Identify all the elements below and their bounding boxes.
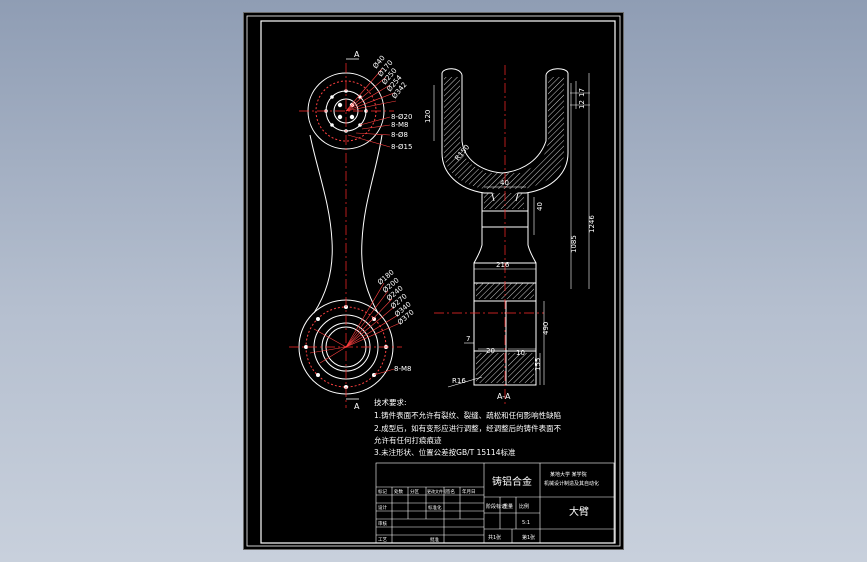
- dim-top-hole-2: 8-M8: [391, 121, 408, 129]
- section-markers: [346, 58, 359, 400]
- tb-weight-label: 重量: [503, 503, 513, 510]
- tb-approve: 批准: [430, 536, 439, 543]
- cad-drawing: A A Ø40 Ø170 Ø250 Ø254 Ø342 8-Ø20 8-M8 8…: [246, 15, 621, 547]
- tb-row-3: 更改文件号: [427, 488, 447, 494]
- dim-12: 12: [578, 100, 586, 109]
- tb-material: 铸铝合金: [492, 475, 532, 488]
- section-dim-lines: [433, 73, 590, 388]
- dim-10: 10: [516, 349, 525, 357]
- section-marker-bottom: A: [354, 402, 360, 411]
- dim-490: 490: [542, 322, 550, 335]
- tb-row-2: 分区: [410, 488, 419, 495]
- tb-checker: 审核: [378, 520, 387, 527]
- top-circle-dims: Ø40 Ø170 Ø250 Ø254 Ø342 8-Ø20 8-M8 8-Ø8 …: [371, 54, 412, 151]
- tb-stage-label: 阶段标记: [486, 503, 506, 510]
- dim-155: 155: [534, 358, 542, 371]
- dim-216: 216: [496, 261, 510, 269]
- tb-row-4: 签名: [446, 488, 455, 495]
- dim-top-hole-3: 8-Ø8: [391, 131, 408, 139]
- dim-r16: R16: [452, 377, 466, 385]
- note-1: 1.铸件表面不允许有裂纹、裂缝、疏松和任何影响性缺陷: [374, 410, 561, 420]
- tb-scale-label: 比例: [519, 503, 529, 510]
- tb-sheet-no: 第1张: [522, 534, 535, 541]
- drawing-sheet: A A Ø40 Ø170 Ø250 Ø254 Ø342 8-Ø20 8-M8 8…: [244, 13, 623, 549]
- tb-org-1: 某地大学 某学院: [550, 471, 587, 478]
- tb-row-5: 年月日: [462, 488, 476, 495]
- note-2: 2.成型后，如有变形应进行调整，经调整后的铸件表面不: [374, 423, 562, 433]
- tb-scale-value: 5:1: [522, 520, 530, 526]
- dim-40: 40: [500, 179, 509, 187]
- dim-top-hole-1: 8-Ø20: [391, 113, 412, 121]
- tb-row-1: 处数: [394, 488, 403, 495]
- note-4: 3.未注形状、位置公差按GB/T 15114标准: [374, 447, 516, 457]
- title-block-text: 铸铝合金 某地大学 某学院 机械设计制造及其自动化 大臂 阶段标记 重量 比例 …: [378, 471, 599, 543]
- dim-top-hole-4: 8-Ø15: [391, 143, 412, 151]
- section-view-label: A-A: [497, 392, 511, 401]
- outer-border: [246, 15, 621, 547]
- notes-heading: 技术要求:: [374, 397, 407, 407]
- dim-17: 17: [578, 88, 586, 97]
- tb-part-name: 大臂: [569, 505, 589, 518]
- dim-40b: 40: [536, 202, 544, 211]
- title-block-grid: [375, 462, 615, 544]
- bottom-circle-dims: Ø180 Ø200 Ø240 Ø270 Ø340 Ø370 8-M8: [376, 268, 416, 373]
- tb-row-0: 标记: [378, 488, 387, 495]
- section-marker-top: A: [354, 50, 360, 59]
- tb-designer: 设计: [378, 504, 387, 511]
- tb-standard: 标准化: [428, 504, 442, 511]
- tb-sheet-total: 共1张: [488, 534, 501, 541]
- technical-notes: 技术要求: 1.铸件表面不允许有裂纹、裂缝、疏松和任何影响性缺陷 2.成型后，如…: [374, 397, 562, 457]
- dim-7: 7: [466, 335, 470, 343]
- tb-org-2: 机械设计制造及其自动化: [544, 480, 599, 487]
- bottom-leaders: [309, 282, 401, 376]
- section-centerlines: [434, 65, 544, 405]
- dim-bot-hole: 8-M8: [394, 365, 411, 373]
- dim-1085: 1085: [570, 235, 578, 253]
- dim-120: 120: [424, 110, 432, 123]
- note-3: 允许有任何打痕痕迹: [374, 435, 442, 445]
- dim-1246: 1246: [588, 215, 596, 233]
- top-leaders: [345, 68, 397, 148]
- tb-process: 工艺: [378, 537, 387, 543]
- dim-20: 20: [486, 347, 495, 355]
